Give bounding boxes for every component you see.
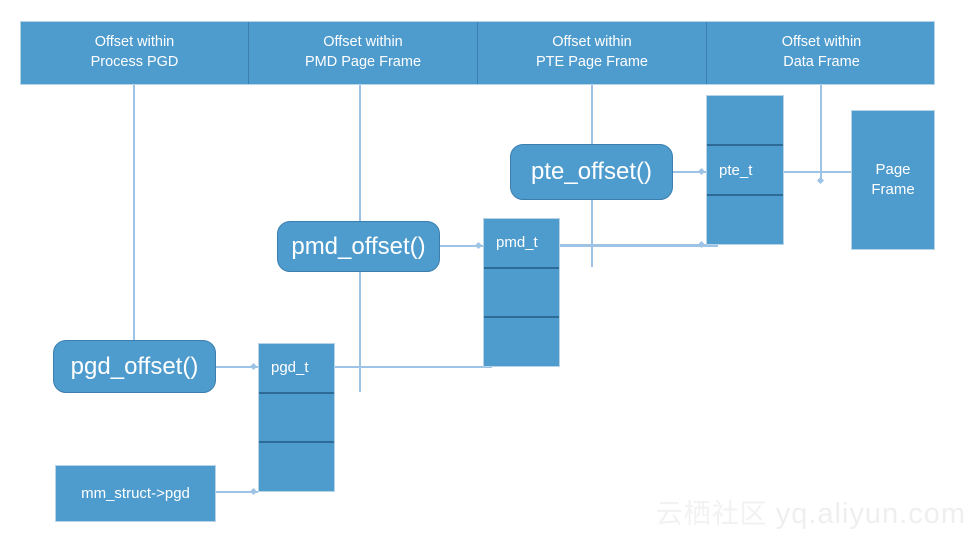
pmd-t-cell-1 xyxy=(484,269,559,319)
pmd-t-cell-0: pmd_t xyxy=(484,219,559,269)
page-frame-line1: Page xyxy=(875,160,911,178)
watermark-cn-text: 云栖社区 xyxy=(655,499,768,529)
pgd-offset-box: pgd_offset() xyxy=(53,340,216,393)
header-segment-line1: Offset within xyxy=(552,34,632,51)
pgd-t-table: pgd_t xyxy=(258,343,335,492)
header-segment-pmd-page-frame: Offset within PMD Page Frame xyxy=(249,22,478,84)
connector-pmd-column-drop xyxy=(359,85,361,223)
pte-offset-label: pte_offset() xyxy=(531,158,652,185)
pte-t-cell-0 xyxy=(707,96,783,146)
header-band: Offset within Process PGD Offset within … xyxy=(20,21,935,85)
pte-offset-box: pte_offset() xyxy=(510,144,673,200)
mm-struct-pgd-label: mm_struct->pgd xyxy=(81,485,190,502)
connector-pte-stem-down xyxy=(591,200,593,267)
pgd-t-cell-1 xyxy=(259,394,334,444)
pte-t-cell-1: pte_t xyxy=(707,146,783,196)
header-segment-line1: Offset within xyxy=(781,34,862,51)
connector-arrow-ptet xyxy=(697,167,706,176)
pmd-offset-label: pmd_offset() xyxy=(291,232,426,260)
pgd-t-label: pgd_t xyxy=(271,359,309,377)
mm-struct-pgd-box: mm_struct->pgd xyxy=(55,465,216,522)
pte-t-cell-2 xyxy=(707,196,783,244)
pmd-t-cell-2 xyxy=(484,318,559,366)
connector-pmdt-to-pte-riser xyxy=(560,245,718,247)
watermark: 云栖社区 yq.aliyun.com xyxy=(656,492,966,531)
watermark-url-text: yq.aliyun.com xyxy=(775,498,966,530)
header-segment-data-frame: Offset within Data Frame xyxy=(707,22,936,84)
header-segment-line2: PMD Page Frame xyxy=(304,54,422,70)
connector-pgdt-to-pmdt xyxy=(335,366,492,368)
pgd-t-cell-2 xyxy=(259,443,334,491)
pgd-offset-label: pgd_offset() xyxy=(70,352,199,380)
connector-arrow-pgdt-bottom xyxy=(249,487,258,496)
connector-arrow-pageframe xyxy=(816,176,825,185)
connector-arrow-pmdt xyxy=(474,241,483,250)
connector-pmd-stem-down xyxy=(359,272,361,392)
connector-mmstruct-to-pgdt xyxy=(216,491,258,493)
pmd-t-label: pmd_t xyxy=(496,234,538,252)
pmd-t-table: pmd_t xyxy=(483,218,560,367)
header-segment-pte-page-frame: Offset within PTE Page Frame xyxy=(478,22,707,84)
pte-t-table: pte_t xyxy=(706,95,784,245)
connector-pmdoffset-to-pmdt xyxy=(440,245,483,247)
connector-ptet-to-pageframe xyxy=(784,171,851,173)
connector-pte-column-drop xyxy=(591,85,593,144)
header-segment-process-pgd: Offset within Process PGD xyxy=(21,22,249,84)
pgd-t-cell-0: pgd_t xyxy=(259,344,334,394)
header-segment-line1: Offset within xyxy=(94,34,175,51)
header-segment-line2: Process PGD xyxy=(90,54,179,70)
header-segment-line1: Offset within xyxy=(323,34,403,51)
connector-pteoffset-to-ptet xyxy=(672,171,706,173)
page-frame-line2: Frame xyxy=(871,181,915,198)
header-segment-line2: Data Frame xyxy=(783,54,860,70)
page-frame-box: Page Frame xyxy=(851,110,935,250)
connector-pgdoffset-to-pgdt xyxy=(216,366,258,368)
connector-data-column-drop xyxy=(820,85,822,181)
pmd-offset-box: pmd_offset() xyxy=(277,221,440,272)
pte-t-label: pte_t xyxy=(719,161,753,179)
header-segment-line2: PTE Page Frame xyxy=(535,54,648,70)
connector-pgd-column-drop xyxy=(133,85,135,342)
connector-pmdt-row-to-ptet xyxy=(560,244,706,246)
connector-arrow-pgdt xyxy=(249,362,258,371)
